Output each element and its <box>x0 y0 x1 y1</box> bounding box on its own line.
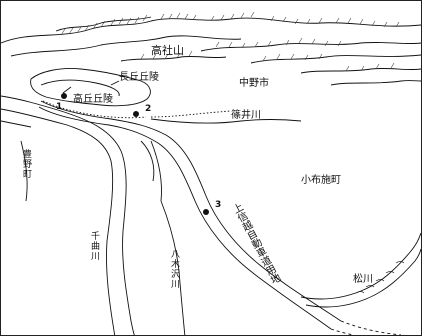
ridge-line <box>200 41 421 52</box>
site-marker <box>203 209 209 215</box>
yagisawa-river <box>150 140 162 202</box>
label-town-obuse: 小布施町 <box>301 175 341 186</box>
ridge-line <box>10 35 242 57</box>
ridge-line <box>1 17 421 44</box>
label-river-chikuma: 千曲川 <box>89 231 99 261</box>
ridge-line <box>300 67 421 74</box>
pointer-line <box>110 80 120 86</box>
label-river-matsu: 松川 <box>353 274 373 285</box>
label-hills-north: 長丘丘陵 <box>119 72 159 83</box>
label-mountain: 高社山 <box>151 44 184 57</box>
label-river-yagisawa: 八木沢川 <box>169 249 179 289</box>
matsu-river <box>300 232 421 300</box>
ridge-line <box>330 80 421 86</box>
boundary-line <box>1 120 32 128</box>
ridge-line <box>55 16 152 32</box>
chikuma-river <box>1 108 116 335</box>
expressway-dashed <box>330 328 356 335</box>
tributary <box>20 140 28 202</box>
site-number: 1 <box>56 102 63 112</box>
label-city: 中野市 <box>239 78 269 89</box>
pointer-line <box>62 86 72 94</box>
hill-outline <box>40 79 120 97</box>
label-river-shinoi: 篠井川 <box>231 110 261 121</box>
site-marker <box>133 111 139 117</box>
expressway-dashed <box>340 320 402 335</box>
hill-outline <box>30 68 151 107</box>
ridge-line <box>250 54 421 64</box>
chikuma-river <box>1 95 135 335</box>
yagisawa-river <box>160 200 186 335</box>
matsu-river <box>305 248 421 308</box>
label-hills-south: 高丘丘陵 <box>73 94 113 105</box>
expressway-line <box>38 106 332 330</box>
ridge-line <box>120 55 227 62</box>
shinoi-river <box>150 118 302 124</box>
expressway-line <box>40 100 342 322</box>
site-number: 2 <box>145 104 152 114</box>
dotted-contour <box>150 110 232 118</box>
site-number: 3 <box>215 200 222 210</box>
dotted-contour <box>42 100 147 119</box>
tributary <box>140 140 155 182</box>
label-town-toyono: 豊野町 <box>21 149 31 179</box>
site-marker <box>61 93 67 99</box>
